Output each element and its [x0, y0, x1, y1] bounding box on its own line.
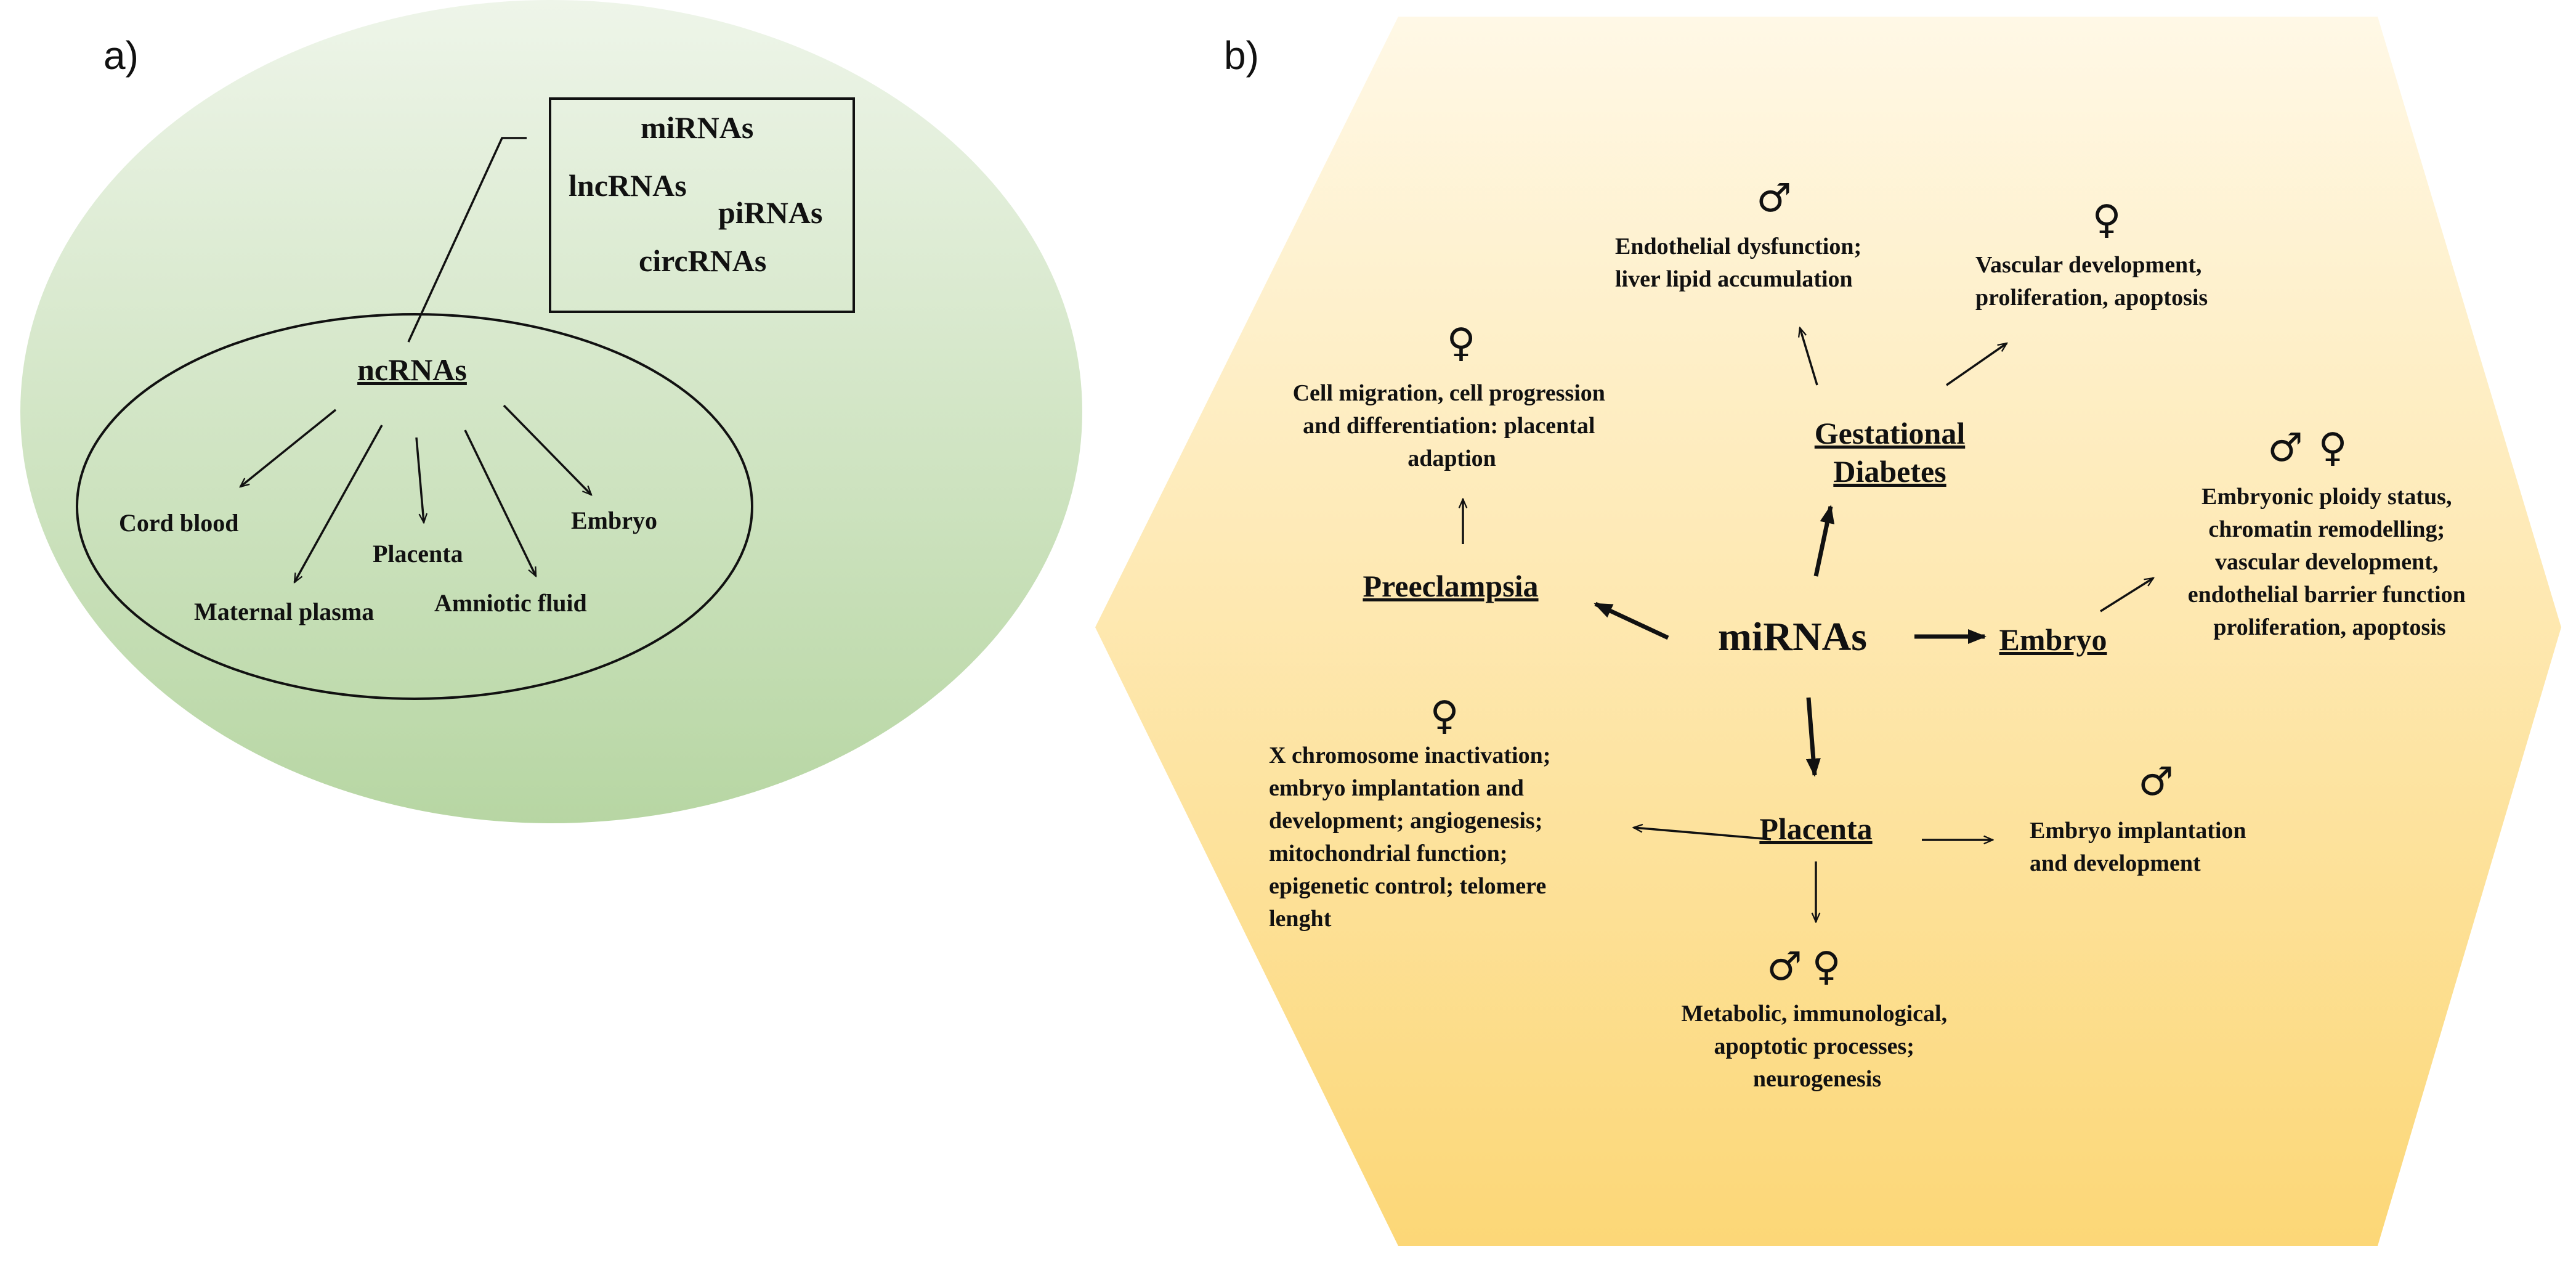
box-item-lncrnas: lncRNAs [569, 168, 687, 203]
panel-b-label: b) [1224, 33, 1259, 78]
effect-gd-female: Vascular development, proliferation, apo… [1975, 252, 2208, 311]
effect-line: liver lipid accumulation [1615, 266, 1853, 292]
male-symbol-placenta-right: ♂ [2138, 759, 2173, 805]
hub-preeclampsia-label: Preeclampsia [1363, 569, 1538, 603]
effect-line: Embryo implantation [2030, 818, 2246, 844]
outer-green-ellipse [20, 0, 1082, 823]
effect-line: epigenetic control; telomere [1269, 873, 1546, 899]
source-amniotic-fluid: Amniotic fluid [434, 589, 587, 617]
female-symbol-embryo: ♀ [2319, 425, 2347, 471]
effect-line: Metabolic, immunological, [1681, 1001, 1947, 1027]
male-symbol-placenta-down: ♂ [1767, 944, 1802, 990]
effect-line: proliferation, apoptosis [2213, 614, 2445, 640]
yellow-hexagon [1095, 17, 2561, 1246]
effect-line: adaption [1407, 446, 1496, 471]
effect-line: apoptotic processes; [1714, 1033, 1914, 1059]
effect-line: Cell migration, cell progression [1293, 380, 1605, 406]
panel-a-label: a) [103, 33, 139, 78]
male-symbol-gd: ♂ [1756, 176, 1791, 221]
arrow-mirnas-to-gestational [1813, 505, 1835, 577]
hub-diabetes-label: Diabetes [1833, 454, 1946, 489]
source-embryo: Embryo [571, 507, 657, 534]
effect-line: endothelial barrier function [2188, 582, 2466, 608]
box-item-pirnas: piRNAs [718, 195, 822, 230]
effect-line: lenght [1269, 906, 1332, 932]
inner-ncrna-ellipse [76, 313, 753, 700]
effect-embryo-both: Embryonic ploidy status, chromatin remod… [2188, 484, 2472, 640]
arrow-mirnas-to-placenta [1805, 697, 1821, 777]
effect-placenta-left-female: X chromosome inactivation; embryo implan… [1269, 743, 1557, 932]
effect-line: and differentiation: placental [1303, 413, 1595, 439]
panel-b: b) miRNAs Gestational Diabetes Preeclamp… [1095, 17, 2561, 1246]
effect-placenta-right-male: Embryo implantation and development [2030, 818, 2252, 876]
arrow-gd-to-female-effect [1946, 343, 2007, 386]
effect-line: Embryonic ploidy status, [2201, 484, 2452, 510]
mirnas-center-term: miRNAs [1718, 614, 1867, 659]
box-item-circrnas: circRNAs [639, 243, 766, 278]
arrow-mirnas-to-preeclampsia [1594, 601, 1669, 640]
effect-gd-male: Endothelial dysfunction; liver lipid acc… [1615, 234, 1868, 292]
effect-line: Vascular development, [1975, 252, 2201, 278]
source-placenta: Placenta [373, 540, 463, 568]
arrow-embryo-to-effect [2100, 578, 2153, 613]
hub-embryo-label: Embryo [1999, 622, 2107, 657]
hub-gestational-label: Gestational [1815, 416, 1966, 450]
effect-pre-female: Cell migration, cell progression and dif… [1293, 380, 1611, 471]
effect-line: mitochondrial function; [1269, 841, 1507, 866]
effect-line: and development [2030, 850, 2201, 876]
male-symbol-embryo: ♂ [2267, 425, 2303, 471]
arrow-to-embryo [503, 404, 591, 495]
arrow-to-cord-blood [240, 409, 337, 487]
arrow-placenta-to-left-effect [1634, 828, 1772, 841]
female-symbol-placenta-left: ♀ [1430, 693, 1459, 739]
box-item-mirnas: miRNAs [641, 110, 753, 145]
female-symbol-placenta-down: ♀ [1812, 944, 1841, 990]
female-symbol-pre: ♀ [1447, 320, 1476, 366]
arrow-to-placenta [415, 437, 424, 523]
effect-line: vascular development, [2215, 549, 2438, 575]
effect-line: proliferation, apoptosis [1975, 285, 2208, 311]
arrow-to-amniotic-fluid [464, 429, 537, 576]
effect-line: development; angiogenesis; [1269, 808, 1542, 834]
source-cord-blood: Cord blood [119, 509, 239, 537]
effect-line: chromatin remodelling; [2208, 516, 2445, 542]
source-maternal-plasma: Maternal plasma [194, 598, 374, 625]
effect-line: Endothelial dysfunction; [1615, 234, 1861, 259]
female-symbol-gd: ♀ [2092, 197, 2121, 243]
effect-line: X chromosome inactivation; [1269, 743, 1550, 768]
arrow-to-maternal-plasma [293, 425, 383, 582]
ncrnas-center-term: ncRNAs [357, 352, 467, 387]
effect-placenta-down-both: Metabolic, immunological, apoptotic proc… [1681, 1001, 1953, 1092]
effect-line: neurogenesis [1753, 1066, 1881, 1092]
hub-placenta-label: Placenta [1759, 812, 1872, 846]
panel-a: a) miRNAs lncRNAs piRNAs circRNAs ncRNAs… [20, 0, 1082, 823]
ncrna-box-connector [407, 137, 527, 343]
effect-line: embryo implantation and [1269, 775, 1524, 801]
ncrna-types-box [549, 97, 855, 313]
arrow-gd-to-male-effect [1800, 328, 1818, 386]
